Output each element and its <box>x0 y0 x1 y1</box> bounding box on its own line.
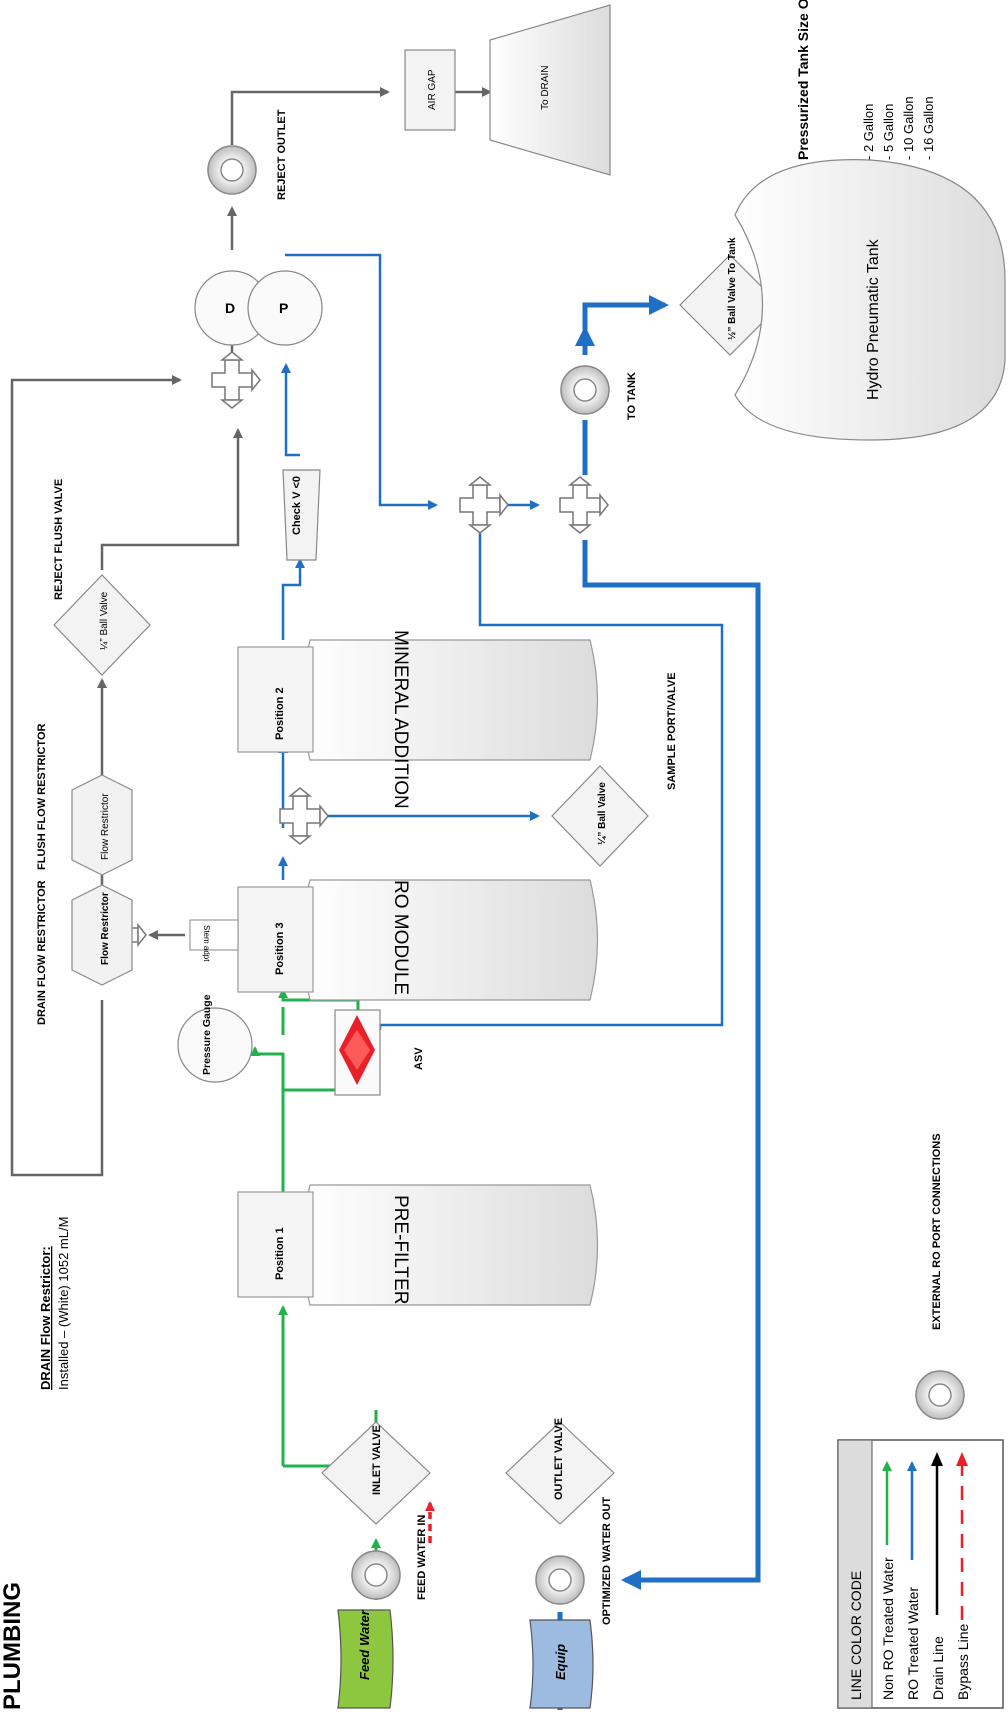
sample-valve: ¼” Ball Valve SAMPLE PORT/VALVE <box>551 672 678 867</box>
asv-valve: ASV <box>334 1009 425 1096</box>
prefilter-position: Position 1 <box>274 1227 286 1280</box>
ro-name: RO MODULE <box>390 880 411 995</box>
sample-valve-label: SAMPLE PORT/VALVE <box>666 672 678 790</box>
drain-note-heading: DRAIN Flow Restrictor: <box>38 1246 53 1390</box>
external-port-icon <box>915 1370 965 1420</box>
flush-flow-restrictor: Flow Restrictor FLUSH FLOW RESTRICTOR <box>36 723 133 876</box>
equip-destination: Equip <box>529 1619 594 1709</box>
drain-tee <box>211 351 261 409</box>
reject-flush-valve-label: REJECT FLUSH VALVE <box>53 479 65 600</box>
to-tank-label: TO TANK <box>626 372 638 420</box>
equip-label: Equip <box>553 1644 568 1680</box>
stem-adapter-label: Stem adpt <box>202 925 211 962</box>
flush-restrictor-label: FLUSH FLOW RESTRICTOR <box>36 723 48 870</box>
sample-tee <box>279 787 329 845</box>
reject-outlet-label: REJECT OUTLET <box>276 109 288 200</box>
outlet-valve: OUTLET VALVE <box>505 1418 615 1525</box>
feed-port-icon <box>351 1550 401 1600</box>
to-drain-label: To DRAIN <box>540 66 551 110</box>
air-gap-label: AIR GAP <box>427 69 438 110</box>
optimized-port-icon <box>535 1555 585 1605</box>
blue-thick-lines <box>550 295 761 1710</box>
tank-option-1: - 2 Gallon <box>861 104 876 160</box>
tank-tee-1 <box>459 476 509 534</box>
tank-label: Hydro Pneumatic Tank <box>865 238 882 400</box>
d-port-label: D <box>225 300 235 316</box>
p-port-label: P <box>279 300 288 316</box>
inlet-valve: INLET VALVE <box>321 1421 431 1525</box>
pressure-gauge: Pressure Gauge <box>177 994 253 1083</box>
ro-module-vessel: Position 3 RO MODULE <box>237 879 599 1001</box>
to-tank-port-icon <box>560 365 610 415</box>
p-port: P <box>247 270 323 346</box>
legend-swatch-3-arrow <box>956 1452 968 1466</box>
drain-flow-restrictor: Flow Restrictor DRAIN FLOW RESTRICTOR <box>36 880 133 1025</box>
hydro-pneumatic-tank: Hydro Pneumatic Tank <box>734 159 1006 441</box>
stem-adapter: Stem adpt <box>189 919 239 962</box>
legend-swatch-2-arrow <box>931 1452 943 1466</box>
to-drain: To DRAIN <box>489 4 611 176</box>
legend-title: LINE COLOR CODE <box>848 1571 864 1700</box>
reject-flush-valve-body: ¼” Ball Valve <box>98 591 110 650</box>
inlet-valve-label: INLET VALVE <box>371 1425 383 1495</box>
mineral-vessel: Position 2 MINERAL ADDITION <box>237 630 599 809</box>
pressure-gauge-label: Pressure Gauge <box>201 994 213 1075</box>
tank-valve-label: ½” Ball Valve To Tank <box>727 237 738 340</box>
legend-item-label-0: Non RO Treated Water <box>880 1557 896 1700</box>
legend-item-label-2: Drain Line <box>930 1636 946 1700</box>
tank-options: Pressurized Tank Size Options: - 2 Gallo… <box>795 0 936 160</box>
feed-water-label: Feed Water <box>357 1609 372 1680</box>
drain-restrictor-label: DRAIN FLOW RESTRICTOR <box>36 880 48 1025</box>
page-title: PLUMBING <box>0 1582 26 1710</box>
tank-option-2: - 5 Gallon <box>881 104 896 160</box>
drain-note-text: Installed – (White) 1052 mL/M <box>56 1217 71 1390</box>
tank-option-4: - 16 Gallon <box>921 96 936 160</box>
drain-restrictor-body: Flow Restrictor <box>100 892 111 965</box>
reject-outlet-port-icon <box>207 145 257 195</box>
ro-position: Position 3 <box>274 922 286 975</box>
tank-tee-2 <box>559 476 609 534</box>
line-color-legend: LINE COLOR CODE Non RO Treated Water RO … <box>837 1439 1004 1709</box>
tank-options-heading: Pressurized Tank Size Options: <box>795 0 811 160</box>
feed-port-label: FEED WATER IN <box>416 1515 428 1600</box>
prefilter-vessel: Position 1 PRE-FILTER <box>237 1184 599 1306</box>
external-ports-label: EXTERNAL RO PORT CONNECTIONS <box>931 1133 943 1330</box>
legend-item-label-3: Bypass Line <box>955 1624 971 1700</box>
tank-option-3: - 10 Gallon <box>901 96 916 160</box>
optimized-port-label: OPTIMIZED WATER OUT <box>601 1497 613 1625</box>
check-valve-label: Check V <0 <box>291 476 303 535</box>
sample-valve-body: ¼” Ball Valve <box>597 782 608 845</box>
reject-flush-valve: ¼” Ball Valve REJECT FLUSH VALVE <box>53 479 151 676</box>
outlet-valve-label: OUTLET VALVE <box>553 1418 565 1500</box>
flush-restrictor-body: Flow Restrictor <box>100 793 111 860</box>
drain-note: DRAIN Flow Restrictor: Installed – (Whit… <box>38 1217 71 1390</box>
air-gap: AIR GAP <box>404 49 456 131</box>
mineral-position: Position 2 <box>274 687 286 740</box>
external-ports-key: EXTERNAL RO PORT CONNECTIONS <box>915 1133 965 1420</box>
feed-water-source: Feed Water <box>337 1609 394 1709</box>
asv-label: ASV <box>413 1047 425 1070</box>
legend-item-label-1: RO Treated Water <box>905 1587 921 1700</box>
check-valve: Check V <0 <box>282 469 321 561</box>
prefilter-name: PRE-FILTER <box>390 1195 411 1304</box>
mineral-name: MINERAL ADDITION <box>390 630 411 809</box>
